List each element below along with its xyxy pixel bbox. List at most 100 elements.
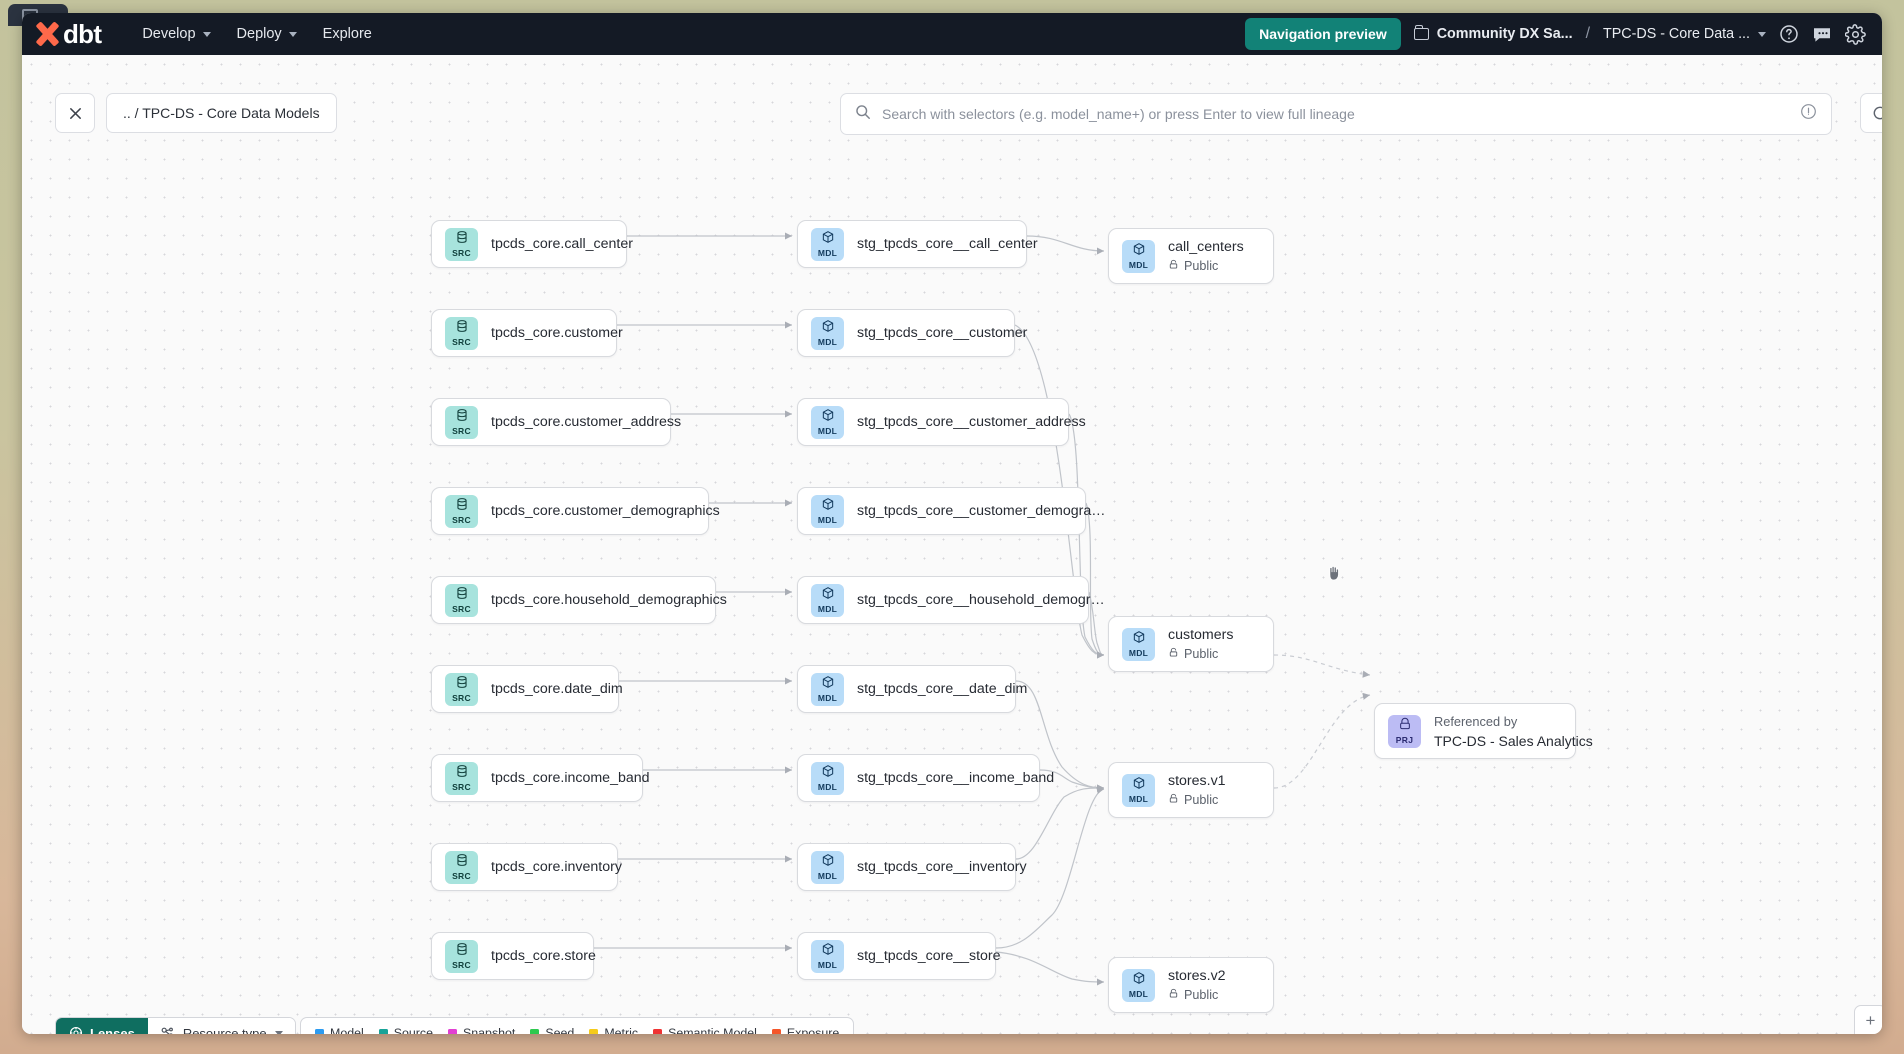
mdl-badge-icon: MDL bbox=[811, 316, 844, 350]
zoom-in-button[interactable]: + bbox=[1855, 1006, 1882, 1034]
src-badge-icon: SRC bbox=[445, 405, 478, 439]
feedback-icon[interactable] bbox=[1812, 25, 1832, 44]
node-label: stg_tpcds_core__store bbox=[857, 948, 1001, 964]
top-nav-right-group: Navigation preview Community DX Sa... / … bbox=[1245, 18, 1866, 50]
dbt-x-icon bbox=[34, 21, 60, 47]
node-label: tpcds_core.inventory bbox=[491, 859, 622, 875]
breadcrumb-chip[interactable]: .. / TPC-DS - Core Data Models bbox=[106, 93, 337, 133]
node-label: tpcds_core.household_demographics bbox=[491, 592, 727, 608]
folder-icon bbox=[1413, 25, 1429, 40]
prj-badge-icon: PRJ bbox=[1388, 714, 1421, 748]
legend-swatch bbox=[448, 1028, 458, 1034]
legend-item-1[interactable]: Source bbox=[378, 1026, 433, 1034]
account-breadcrumb[interactable]: Community DX Sa... bbox=[1413, 25, 1573, 42]
src-badge-icon: SRC bbox=[445, 583, 478, 617]
chevron-down-icon bbox=[202, 31, 211, 37]
node-label: stg_tpcds_core__customer_demogra… bbox=[857, 503, 1106, 519]
search-input[interactable] bbox=[882, 106, 1789, 122]
mdl-badge-icon: MDL bbox=[1122, 627, 1155, 661]
node-label: tpcds_core.customer_demographics bbox=[491, 503, 720, 519]
node-label: stg_tpcds_core__income_band bbox=[857, 770, 1055, 786]
nav-item-develop[interactable]: Develop bbox=[131, 19, 221, 49]
nav-item-explore[interactable]: Explore bbox=[312, 19, 383, 49]
legend-label: Model bbox=[330, 1026, 364, 1034]
src-badge-icon: SRC bbox=[445, 494, 478, 528]
top-navigation-bar: dbt Develop Deploy Explore Navigation pr… bbox=[22, 13, 1882, 55]
nav-item-deploy[interactable]: Deploy bbox=[226, 19, 308, 49]
legend-item-0[interactable]: Model bbox=[315, 1026, 364, 1034]
legend-item-6[interactable]: Exposure bbox=[771, 1026, 839, 1034]
legend-item-5[interactable]: Semantic Model bbox=[653, 1026, 757, 1034]
model-node-4[interactable]: MDL stg_tpcds_core__household_demogr… bbox=[797, 576, 1105, 624]
src-badge-icon: SRC bbox=[445, 850, 478, 884]
legend-item-2[interactable]: Snapshot bbox=[448, 1026, 515, 1034]
node-label: stg_tpcds_core__customer bbox=[857, 325, 1028, 341]
node-subtitle: Public bbox=[1168, 793, 1226, 807]
dbt-logo[interactable]: dbt bbox=[34, 18, 102, 50]
node-title: Referenced by bbox=[1434, 713, 1518, 729]
legend: Model Source Snapshot Seed Metric Semant… bbox=[300, 1017, 855, 1034]
source-node-4[interactable]: SRC tpcds_core.household_demographics bbox=[431, 576, 727, 624]
mdl-badge-icon: MDL bbox=[811, 583, 844, 617]
app-window: dbt Develop Deploy Explore Navigation pr… bbox=[22, 13, 1882, 1034]
mdl-badge-icon: MDL bbox=[811, 850, 844, 884]
src-badge-icon: SRC bbox=[445, 939, 478, 973]
brand-name: dbt bbox=[63, 18, 102, 49]
main-nav: Develop Deploy Explore bbox=[131, 19, 383, 49]
model-node-1[interactable]: MDL stg_tpcds_core__customer bbox=[797, 309, 1027, 357]
account-name: Community DX Sa... bbox=[1436, 26, 1573, 42]
zoom-controls: + − bbox=[1854, 1005, 1882, 1034]
project-breadcrumb[interactable]: TPC-DS - Core Data ... bbox=[1603, 26, 1766, 42]
node-label: stg_tpcds_core__date_dim bbox=[857, 681, 1028, 697]
lock-icon bbox=[1168, 793, 1179, 807]
mdl-badge-icon: MDL bbox=[1122, 968, 1155, 1002]
legend-item-3[interactable]: Seed bbox=[530, 1026, 574, 1034]
source-node-7[interactable]: SRC tpcds_core.inventory bbox=[431, 843, 622, 891]
legend-label: Semantic Model bbox=[668, 1026, 757, 1034]
chevron-down-icon bbox=[288, 31, 297, 37]
node-label: stg_tpcds_core__household_demogr… bbox=[857, 592, 1105, 608]
refresh-button[interactable] bbox=[1860, 93, 1882, 133]
src-badge-icon: SRC bbox=[445, 316, 478, 350]
node-label: tpcds_core.store bbox=[491, 948, 596, 964]
node-title: call_centers bbox=[1168, 239, 1244, 255]
mdl-badge-icon: MDL bbox=[811, 405, 844, 439]
node-label: stg_tpcds_core__call_center bbox=[857, 236, 1038, 252]
model-node-8[interactable]: MDL stg_tpcds_core__store bbox=[797, 932, 1001, 980]
nav-item-develop-label: Develop bbox=[142, 26, 196, 42]
resource-type-dropdown[interactable]: Resource type bbox=[147, 1018, 295, 1034]
legend-item-4[interactable]: Metric bbox=[589, 1026, 638, 1034]
help-circle-icon[interactable] bbox=[1779, 24, 1799, 44]
lenses-button[interactable]: Lenses bbox=[56, 1018, 148, 1034]
resource-type-icon bbox=[161, 1027, 173, 1034]
search-bar[interactable] bbox=[840, 93, 1832, 135]
info-icon[interactable] bbox=[1800, 103, 1817, 125]
mdl-badge-icon: MDL bbox=[811, 939, 844, 973]
gear-icon[interactable] bbox=[1845, 23, 1866, 45]
close-button[interactable] bbox=[55, 93, 95, 133]
lock-icon bbox=[1168, 647, 1179, 661]
legend-swatch bbox=[315, 1028, 324, 1034]
source-node-3[interactable]: SRC tpcds_core.customer_demographics bbox=[431, 487, 720, 535]
navigation-preview-button[interactable]: Navigation preview bbox=[1245, 18, 1401, 50]
source-node-8[interactable]: SRC tpcds_core.store bbox=[431, 932, 596, 980]
